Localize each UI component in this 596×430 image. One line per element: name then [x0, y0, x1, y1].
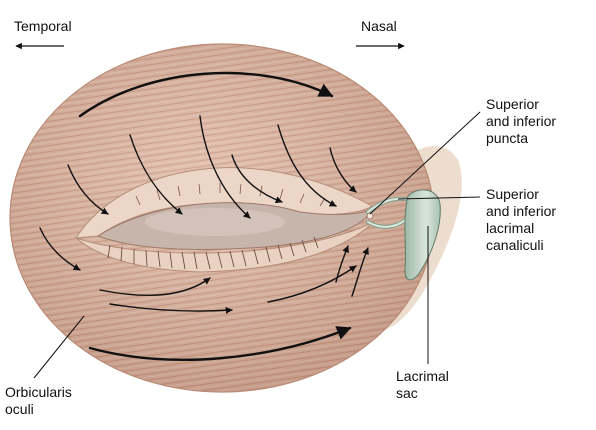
muscle-label-line-2: oculi	[5, 401, 34, 417]
muscle-label-line-1: Orbicularis	[5, 384, 72, 400]
leader-lines	[33, 111, 481, 379]
canaliculi-label-line-4: canaliculi	[486, 237, 544, 253]
muscle-action-arrows-thin	[39, 115, 369, 314]
sac-label-line-1: Lacrimal	[396, 368, 449, 384]
lower-eyelashes	[107, 236, 319, 270]
arrow-4	[231, 154, 283, 204]
arrow-5	[277, 124, 337, 207]
arrow-8	[99, 277, 211, 297]
canaliculi-label: Superior and inferior lacrimal canalicul…	[486, 186, 556, 254]
arrow-7	[39, 227, 81, 271]
puncta-label: Superior and inferior puncta	[486, 96, 556, 147]
lacrimal-sac-label: Lacrimal sac	[396, 368, 449, 402]
nasal-label: Nasal	[361, 18, 397, 34]
canaliculi-label-line-1: Superior	[486, 186, 539, 202]
canaliculi-label-line-3: lacrimal	[486, 220, 535, 236]
arrow-11	[335, 245, 349, 283]
puncta-label-line-3: puncta	[486, 130, 529, 146]
puncta-label-line-1: Superior	[486, 96, 539, 112]
top-arc-arrow	[78, 71, 334, 118]
canaliculi-label-line-2: and inferior	[486, 203, 557, 219]
muscle-leader	[33, 315, 85, 379]
canaliculi-leader	[397, 196, 481, 200]
arrow-10	[267, 265, 357, 303]
arrow-9	[109, 303, 233, 314]
temporal-label: Temporal	[14, 18, 72, 34]
lacrimal-puncta	[366, 212, 374, 220]
orbicularis-label: Orbicularis oculi	[5, 384, 72, 418]
bottom-arc-arrow	[88, 326, 352, 361]
muscle-action-arrows	[78, 71, 352, 361]
puncta-leader	[369, 111, 481, 215]
arrow-6	[329, 147, 357, 193]
puncta-label-line-2: and inferior	[486, 113, 557, 129]
eyeball-highlight	[145, 208, 285, 236]
lacrimal-sac	[404, 189, 441, 281]
arrow-1	[67, 164, 109, 215]
arrow-3	[199, 115, 251, 219]
arrow-12	[351, 247, 369, 297]
arrow-2	[129, 134, 183, 215]
sac-label-line-2: sac	[396, 385, 418, 401]
